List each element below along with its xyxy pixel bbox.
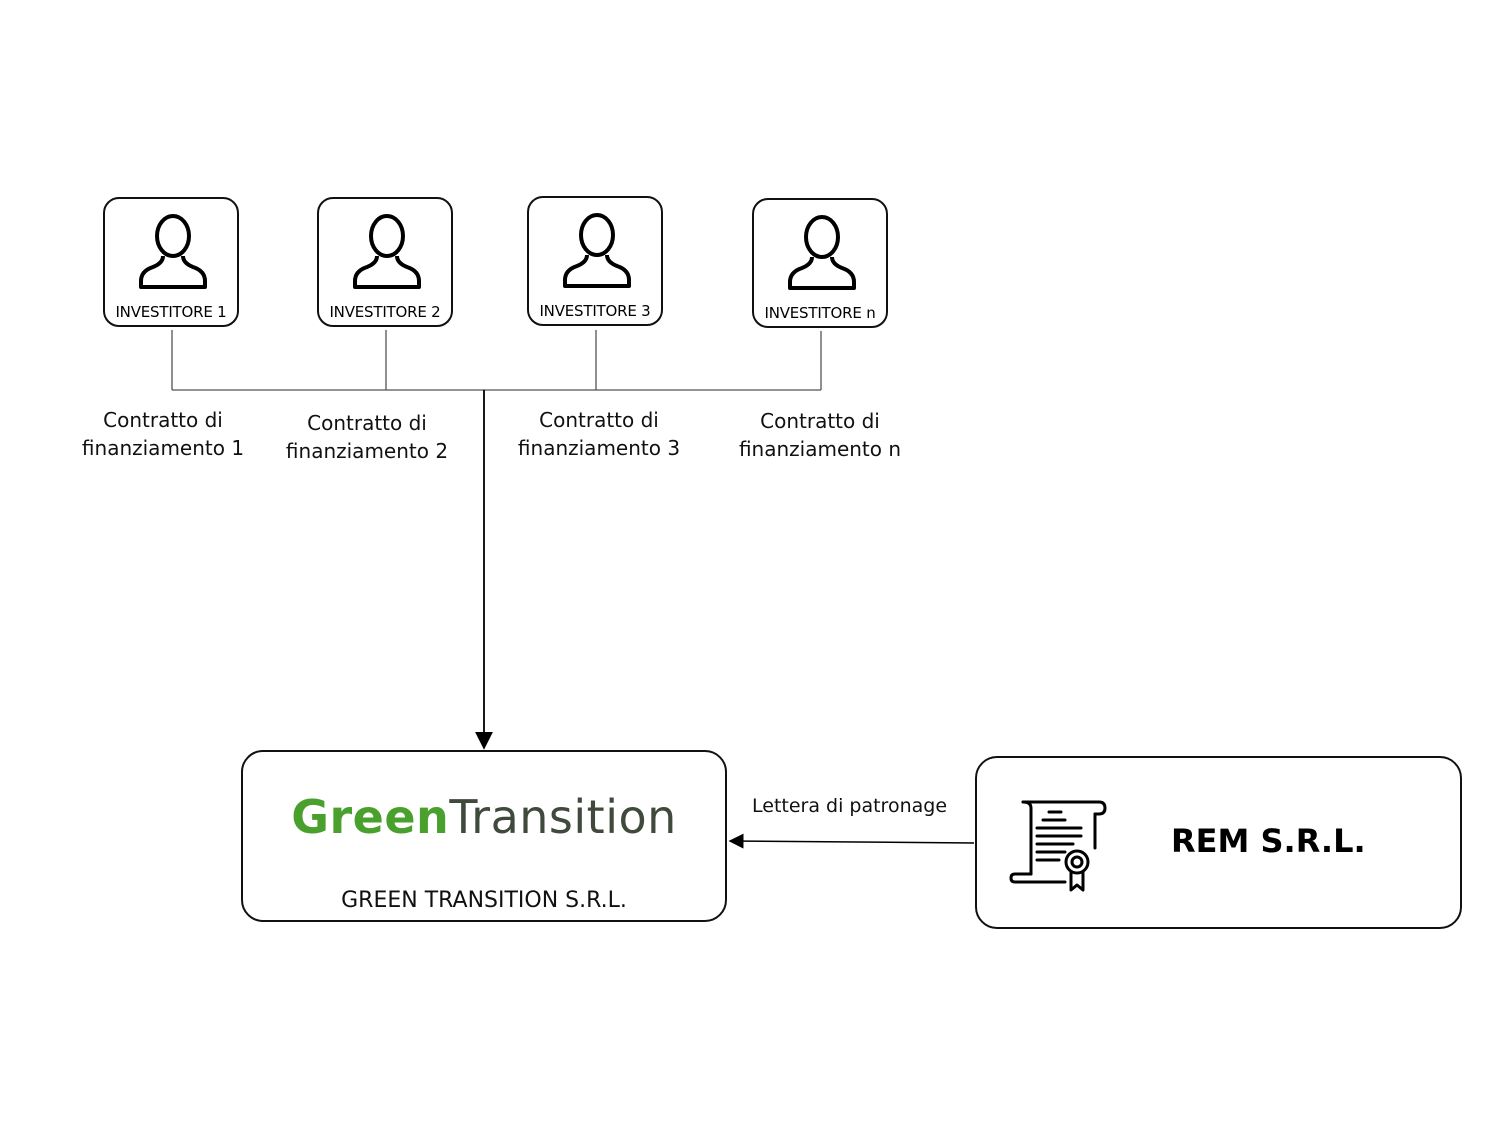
contract-label-line1: Contratto di bbox=[103, 408, 223, 432]
contract-label-line2: finanziamento 3 bbox=[517, 436, 681, 460]
investor-label: INVESTITORE 2 bbox=[329, 303, 441, 321]
contract-label-line1: Contratto di bbox=[760, 409, 880, 433]
investor-box-3: INVESTITORE 3 bbox=[527, 196, 663, 326]
arrow-patronage bbox=[728, 833, 975, 849]
investor-box-2: INVESTITORE 2 bbox=[317, 197, 453, 327]
patronage-label: Lettera di patronage bbox=[752, 795, 948, 817]
person-icon bbox=[353, 214, 421, 289]
green-transition-logo: GreenTransition bbox=[243, 790, 725, 844]
contract-label-line2: finanziamento 1 bbox=[81, 436, 245, 460]
green-transition-box: GreenTransition GREEN TRANSITION S.R.L. bbox=[241, 750, 727, 922]
investor-label: INVESTITORE n bbox=[764, 304, 876, 322]
contract-label-line2: finanziamento n bbox=[738, 437, 902, 461]
contract-label-line1: Contratto di bbox=[307, 411, 427, 435]
contract-label-2: Contratto di finanziamento 2 bbox=[277, 409, 457, 465]
contract-label-line2: finanziamento 2 bbox=[285, 439, 449, 463]
investor-label: INVESTITORE 3 bbox=[539, 302, 651, 320]
green-transition-name: GREEN TRANSITION S.R.L. bbox=[341, 888, 627, 913]
investor-box-1: INVESTITORE 1 bbox=[103, 197, 239, 327]
contract-label-3: Contratto di finanziamento 3 bbox=[509, 406, 689, 462]
rem-box: REM S.R.L. bbox=[975, 756, 1462, 929]
investor-box-n: INVESTITORE n bbox=[752, 198, 888, 328]
certificate-scroll-icon bbox=[1009, 800, 1107, 892]
investor-label: INVESTITORE 1 bbox=[115, 303, 227, 321]
person-icon bbox=[788, 215, 856, 290]
rem-name: REM S.R.L. bbox=[1171, 822, 1366, 860]
logo-transition-text: Transition bbox=[449, 790, 677, 844]
contract-label-line1: Contratto di bbox=[539, 408, 659, 432]
logo-green-text: Green bbox=[291, 790, 450, 844]
contract-label-n: Contratto di finanziamento n bbox=[730, 407, 910, 463]
person-icon bbox=[563, 213, 631, 288]
contract-label-1: Contratto di finanziamento 1 bbox=[73, 406, 253, 462]
person-icon bbox=[139, 214, 207, 289]
